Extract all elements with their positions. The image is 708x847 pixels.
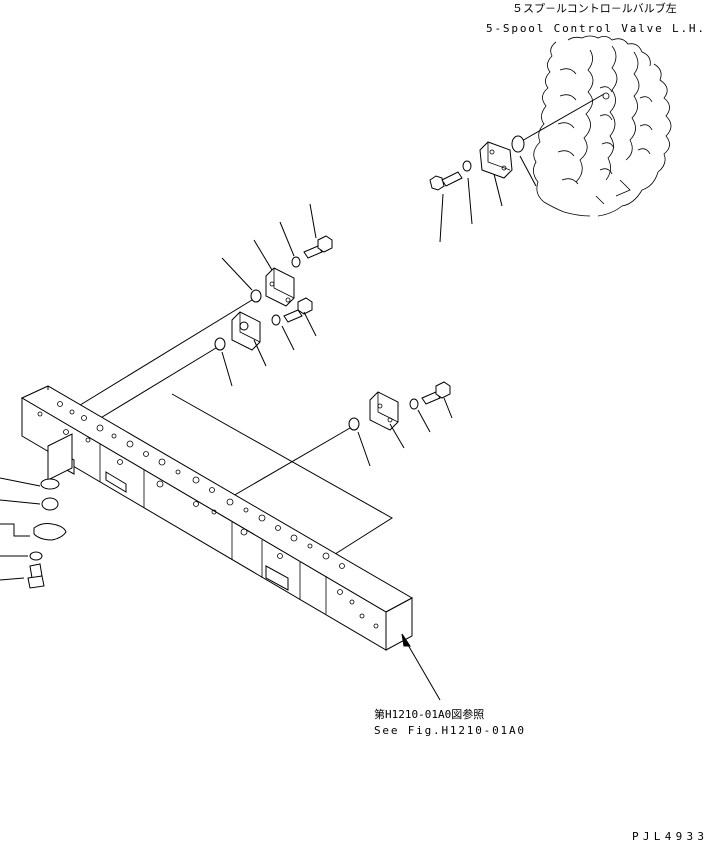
split-clamp (33, 523, 67, 541)
o-ring (348, 417, 360, 431)
assembly-lines (71, 299, 393, 557)
bolt-shank (421, 391, 441, 405)
bolt-shank (303, 245, 323, 259)
valve-title-jp: ５スプ－ルコントロ－ルバルブ左 (512, 1, 677, 15)
bolt-head (435, 381, 451, 399)
o-ring (214, 337, 226, 351)
o-ring (250, 289, 262, 303)
bolt-head (297, 297, 313, 315)
reference-label-en: See Fig.H1210-01A0 (374, 724, 524, 737)
bolt-head (429, 175, 445, 191)
control-valve-assembly (533, 35, 672, 217)
flange-group-upper (221, 203, 333, 307)
washer (291, 256, 301, 268)
washer (29, 551, 43, 561)
flange-group-mid (214, 297, 317, 387)
reference-arrow (401, 633, 441, 701)
split-flange (369, 391, 399, 431)
bolt-head (317, 235, 333, 253)
valve-title-en: 5-Spool Control Valve L.H. (486, 22, 704, 35)
bolt-shank (441, 171, 463, 187)
leader-oring-to-valve (519, 93, 605, 143)
split-flange (479, 141, 513, 179)
flange-group-right (429, 93, 605, 243)
bolt-head (27, 575, 45, 589)
flange-group-left (0, 433, 73, 589)
washer (462, 160, 472, 172)
washer (41, 497, 59, 511)
o-ring (511, 135, 525, 153)
bolt-shank (283, 309, 303, 323)
flange-group-lower (348, 381, 453, 467)
washer (271, 314, 281, 326)
o-ring (40, 478, 60, 490)
reference-label-jp: 第H1210-01A0図参照 (374, 707, 484, 721)
washer (409, 398, 419, 410)
drawing-code: PJL4933 (632, 830, 704, 843)
